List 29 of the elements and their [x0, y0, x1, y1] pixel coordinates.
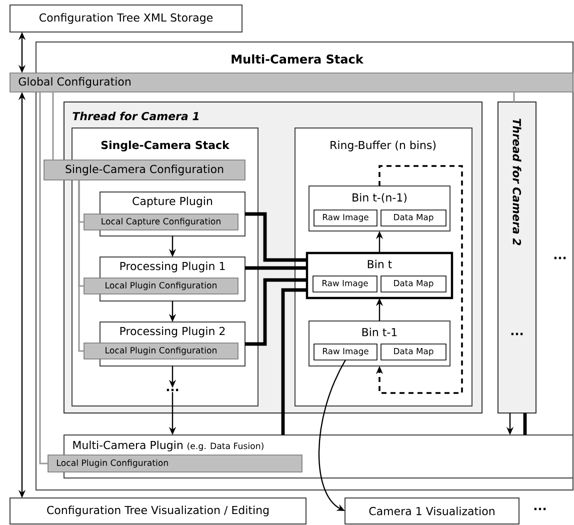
arrow [376, 165, 463, 394]
visualization-box: Camera 1 Visualization [344, 497, 520, 524]
raw-image-field: Raw Image [314, 344, 378, 360]
connector-line [52, 92, 54, 160]
arrow [318, 360, 346, 511]
ellipsis: ... [534, 508, 546, 510]
config-bar: Local Plugin Configuration [48, 454, 302, 472]
raw-image-field: Raw Image [314, 210, 378, 226]
raw-image-field: Raw Image [312, 276, 378, 292]
connector-line [281, 288, 307, 435]
connector-line [245, 212, 307, 262]
config-bar: Local Plugin Configuration [84, 342, 238, 360]
config-bar: Local Capture Configuration [84, 214, 238, 230]
ellipsis: ... [554, 256, 566, 260]
connector-line [78, 180, 84, 352]
data-map-field: Data Map [380, 276, 446, 292]
connector-line [39, 92, 48, 464]
config-bar: Single-Camera Configuration [44, 160, 246, 180]
connector-line [513, 92, 515, 102]
config-bar: Local Plugin Configuration [84, 278, 238, 294]
connector-line [523, 412, 527, 435]
data-map-field: Data Map [380, 210, 446, 226]
connector-line [245, 278, 307, 346]
connector-line [245, 266, 307, 270]
visualization-box: Configuration Tree Visualization / Editing [10, 497, 306, 524]
data-map-field: Data Map [380, 344, 446, 360]
storage-box: Configuration Tree XML Storage [10, 4, 242, 32]
ellipsis: ... [166, 388, 178, 392]
thread-panel: Thread for Camera 2 ... [498, 102, 536, 414]
